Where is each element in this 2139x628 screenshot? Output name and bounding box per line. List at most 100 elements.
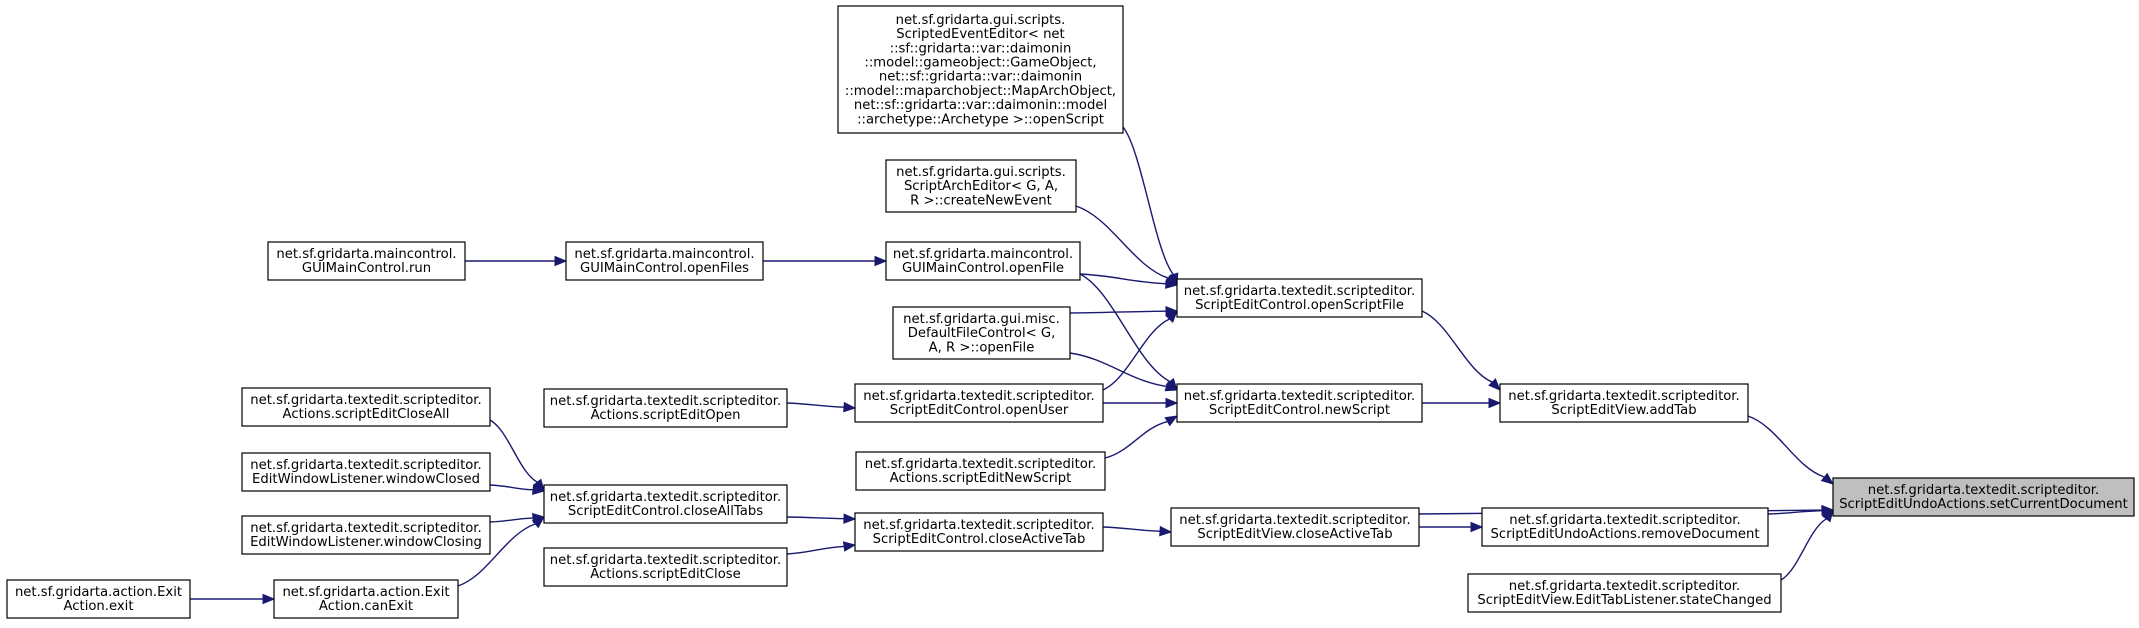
node-openuser[interactable]: net.sf.gridarta.textedit.scripteditor.Sc… <box>854 383 1104 423</box>
edge-arrowhead <box>554 255 568 267</box>
node-label-line: net.sf.gridarta.gui.scripts. <box>896 165 1066 180</box>
node-closeactivetab-view[interactable]: net.sf.gridarta.textedit.scripteditor.Sc… <box>1170 507 1420 547</box>
node-closealltabs[interactable]: net.sf.gridarta.textedit.scripteditor.Sc… <box>543 484 788 524</box>
edge-openscriptfile-to-addtab <box>1421 310 1501 391</box>
node-box <box>565 241 764 281</box>
node-guiopenfile[interactable]: net.sf.gridarta.maincontrol.GUIMainContr… <box>885 241 1081 281</box>
node-box <box>543 484 788 524</box>
node-label-line: ScriptArchEditor< G, A, <box>904 179 1058 194</box>
node-statechanged[interactable]: net.sf.gridarta.textedit.scripteditor.Sc… <box>1467 573 1782 613</box>
edge-canexit-to-closealltabs <box>457 516 546 587</box>
edge-openuser-to-newscript <box>1103 397 1179 409</box>
node-newscriptaction[interactable]: net.sf.gridarta.textedit.scripteditor.Ac… <box>855 451 1106 491</box>
edge-line <box>1079 273 1171 383</box>
node-label-line: ScriptEditView.closeActiveTab <box>1197 527 1392 542</box>
edge-guiopenfiles-to-guiopenfile <box>763 255 888 267</box>
edge-closeactivetab_view-to-removedoc <box>1419 521 1484 533</box>
edge-line <box>1069 352 1167 388</box>
node-label-line: ScriptEditControl.newScript <box>1209 403 1390 418</box>
edge-guirun-to-guiopenfiles <box>465 255 568 267</box>
edge-line <box>1102 318 1170 391</box>
node-label-line: ScriptedEventEditor< net <box>896 27 1064 42</box>
edge-closeallaction-to-closealltabs <box>489 419 545 493</box>
node-box <box>855 451 1106 491</box>
edge-arrowhead <box>262 593 276 605</box>
node-canexit[interactable]: net.sf.gridarta.action.ExitAction.canExi… <box>273 579 459 619</box>
edge-arrowhead <box>1821 505 1835 516</box>
node-box <box>892 306 1071 360</box>
node-label-line: GUIMainControl.openFiles <box>580 261 749 276</box>
node-createnewevent[interactable]: net.sf.gridarta.gui.scripts.ScriptArchEd… <box>885 159 1077 213</box>
node-label-line: net.sf.gridarta.textedit.scripteditor. <box>550 394 781 409</box>
node-label-line: Action.canExit <box>319 599 413 614</box>
edge-defaultfile-to-openscriptfile <box>1069 305 1179 317</box>
node-openscriptfile[interactable]: net.sf.gridarta.textedit.scripteditor.Sc… <box>1176 278 1423 318</box>
edge-arrowhead <box>531 484 546 495</box>
node-box <box>267 241 466 281</box>
node-label-line: net.sf.gridarta.textedit.scripteditor. <box>550 490 781 505</box>
edge-line <box>1780 518 1827 581</box>
edge-arrowhead <box>842 541 857 552</box>
edge-arrowhead <box>1820 472 1835 485</box>
edge-arrowhead <box>531 516 546 529</box>
node-label-line: ScriptEditUndoActions.removeDocument <box>1491 527 1760 542</box>
node-label-line: net.sf.gridarta.textedit.scripteditor. <box>1508 389 1739 404</box>
node-label-line: net.sf.gridarta.maincontrol. <box>574 247 754 262</box>
node-windowclosed[interactable]: net.sf.gridarta.textedit.scripteditor.Ed… <box>241 452 491 492</box>
node-newscript[interactable]: net.sf.gridarta.textedit.scripteditor.Sc… <box>1176 383 1423 423</box>
node-box <box>885 241 1081 281</box>
node-label-line: net.sf.gridarta.textedit.scripteditor. <box>1184 284 1415 299</box>
node-label-line: Action.exit <box>63 599 133 614</box>
node-label-line: DefaultFileControl< G, <box>908 326 1056 341</box>
edge-line <box>457 523 536 587</box>
node-setcur[interactable]: net.sf.gridarta.textedit.scripteditor.Sc… <box>1832 477 2135 517</box>
node-label-line: net.sf.gridarta.textedit.scripteditor. <box>550 553 781 568</box>
edge-line <box>1075 205 1169 279</box>
node-box <box>1499 383 1749 423</box>
node-label-line: net.sf.gridarta.gui.misc. <box>903 312 1060 327</box>
node-closeactivetab-ctrl[interactable]: net.sf.gridarta.textedit.scripteditor.Sc… <box>854 512 1104 552</box>
node-guirun[interactable]: net.sf.gridarta.maincontrol.GUIMainContr… <box>267 241 466 281</box>
node-label-line: R >::createNewEvent <box>910 193 1052 208</box>
node-scriptedevent[interactable]: net.sf.gridarta.gui.scripts.ScriptedEven… <box>837 5 1124 134</box>
node-label-line: net.sf.gridarta.textedit.scripteditor. <box>1868 483 2099 498</box>
node-label-line: EditWindowListener.windowClosing <box>250 535 482 550</box>
edge-closeactivetab_ctrl-to-closeactivetab_view <box>1102 525 1173 537</box>
edge-line <box>1747 415 1825 478</box>
node-guiopenfiles[interactable]: net.sf.gridarta.maincontrol.GUIMainContr… <box>565 241 764 281</box>
node-label-line: Actions.scriptEditCloseAll <box>283 407 450 422</box>
edge-scripteditopen-to-openuser <box>786 401 857 413</box>
edge-line <box>1122 126 1174 276</box>
edge-createnewevent-to-openscriptfile <box>1075 205 1179 286</box>
node-closeallaction[interactable]: net.sf.gridarta.textedit.scripteditor.Ac… <box>241 387 491 427</box>
edge-exit-to-canexit <box>190 593 276 605</box>
node-box <box>543 388 788 428</box>
node-windowclosing[interactable]: net.sf.gridarta.textedit.scripteditor.Ed… <box>241 515 491 555</box>
edge-arrowhead <box>1164 415 1179 427</box>
edge-line <box>786 402 845 408</box>
node-scripteditopen[interactable]: net.sf.gridarta.textedit.scripteditor.Ac… <box>543 388 788 428</box>
node-label-line: net.sf.gridarta.gui.scripts. <box>896 13 1066 28</box>
node-removedoc[interactable]: net.sf.gridarta.textedit.scripteditor.Sc… <box>1481 507 1769 547</box>
node-box <box>854 383 1104 423</box>
edge-arrowhead <box>1488 397 1502 409</box>
nodes-layer: net.sf.gridarta.textedit.scripteditor.Sc… <box>6 5 2135 619</box>
node-label-line: ScriptEditControl.openScriptFile <box>1195 298 1404 313</box>
node-label-line: net.sf.gridarta.textedit.scripteditor. <box>250 458 481 473</box>
node-scripteditclose[interactable]: net.sf.gridarta.textedit.scripteditor.Ac… <box>543 547 788 587</box>
node-label-line: ScriptEditView.EditTabListener.stateChan… <box>1477 593 1771 608</box>
node-label-line: ScriptEditControl.closeAllTabs <box>568 504 763 519</box>
edge-line <box>1079 273 1167 285</box>
edge-arrowhead <box>1821 508 1834 523</box>
node-defaultfile[interactable]: net.sf.gridarta.gui.misc.DefaultFileCont… <box>892 306 1071 360</box>
node-label-line: net.sf.gridarta.textedit.scripteditor. <box>1509 513 1740 528</box>
edge-line <box>489 517 534 523</box>
edge-guiopenfile-to-openscriptfile <box>1079 273 1179 289</box>
node-label-line: net.sf.gridarta.maincontrol. <box>893 247 1073 262</box>
edge-openuser-to-openscriptfile <box>1102 310 1178 391</box>
node-label-line: net.sf.gridarta.textedit.scripteditor. <box>250 393 481 408</box>
node-box <box>885 159 1077 213</box>
node-addtab[interactable]: net.sf.gridarta.textedit.scripteditor.Sc… <box>1499 383 1749 423</box>
node-label-line: net.sf.gridarta.action.Exit <box>282 585 449 600</box>
